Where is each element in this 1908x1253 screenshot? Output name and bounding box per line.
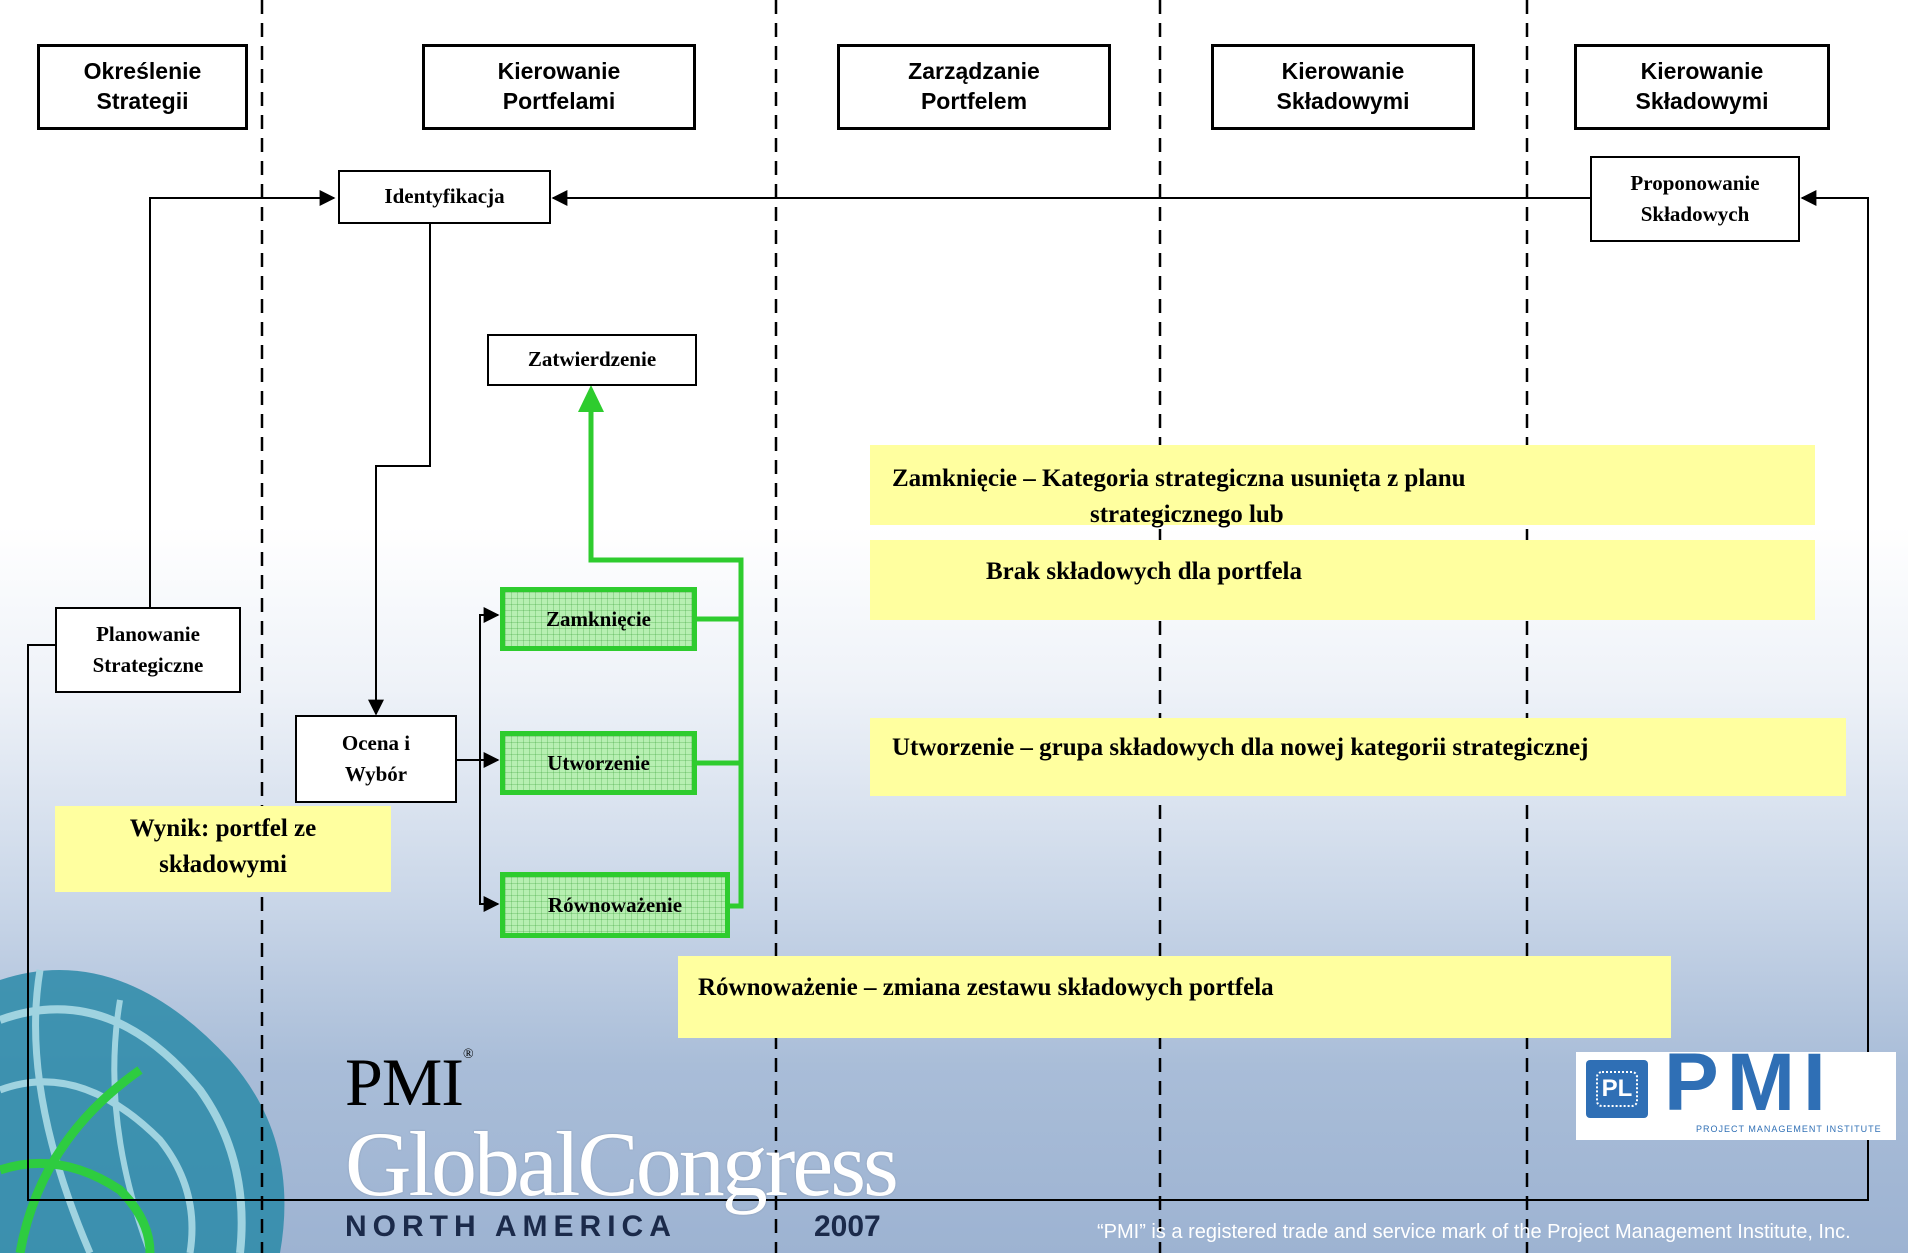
green-from-rownowazenie: [588, 408, 744, 909]
box-ocena-i-wybor: Ocena i Wybór: [295, 715, 457, 803]
note-rownowazenie: Równoważenie – zmiana zestawu składowych…: [678, 956, 1671, 1038]
planowanie-to-identyfikacja-arrow: [149, 190, 336, 610]
globe-decoration: [0, 969, 285, 1253]
box-utworzenie: Utworzenie: [500, 731, 697, 795]
box-proponowanie-skladowych: Proponowanie Składowych: [1590, 156, 1800, 242]
lane-header-kierowanie-portfelami: Kierowanie Portfelami: [422, 44, 696, 130]
note-zamkniecie: Zamknięcie – Kategoria strategiczna usun…: [870, 445, 1815, 528]
ocena-to-rownowazenie-arrow: [479, 760, 500, 912]
feedback-loop-arrow: [27, 190, 1869, 1201]
box-planowanie-strategiczne: Planowanie Strategiczne: [55, 607, 241, 693]
registered-mark: ®: [462, 1047, 474, 1062]
global-congress-text: GlobalCongress: [345, 1113, 899, 1215]
pmi-institute-text: PROJECT MANAGEMENT INSTITUTE: [1696, 1124, 1882, 1134]
lane-header-kierowanie-skladowymi: Kierowanie Składowymi: [1211, 44, 1475, 130]
box-zamkniecie: Zamknięcie: [500, 587, 697, 651]
pl-badge-icon: PL: [1586, 1060, 1648, 1118]
note-utworzenie: Utworzenie – grupa składowych dla nowej …: [870, 718, 1846, 796]
pmi-poland-logo: PL PMI PROJECT MANAGEMENT INSTITUTE: [1576, 1042, 1896, 1140]
lane-header-okreslenie-strategii: Określenie Strategii: [37, 44, 248, 130]
box-zatwierdzenie: Zatwierdzenie: [487, 334, 697, 386]
pmi-logo-text: PMI: [345, 1044, 464, 1120]
identyfikacja-to-ocena-arrow: [368, 223, 431, 716]
pmi-small-logo-text: PMI: [1664, 1037, 1834, 1128]
ocena-to-zamkniecie-arrow: [479, 607, 500, 760]
congress-year: 2007: [814, 1210, 881, 1243]
lane-header-zarzadzanie-portfelem: Zarządzanie Portfelem: [837, 44, 1111, 130]
note-zamkniecie-line2: strategicznego lub: [1090, 501, 1284, 529]
trademark-footer: “PMI” is a registered trade and service …: [1097, 1221, 1851, 1243]
note-brak-skladowych: Brak składowych dla portfela: [870, 540, 1815, 620]
note-zamkniecie-line1: Zamknięcie – Kategoria strategiczna usun…: [892, 465, 1466, 492]
north-america-text: NORTH AMERICA: [345, 1210, 677, 1243]
note-wynik: Wynik: portfel ze składowymi: [55, 806, 391, 892]
pmi-global-congress-logo: PMI® GlobalCongress: [345, 1047, 899, 1215]
box-identyfikacja: Identyfikacja: [338, 170, 551, 224]
green-arrowhead: [578, 385, 604, 412]
box-rownowazenie: Równoważenie: [500, 872, 730, 938]
pl-badge-label: PL: [1595, 1071, 1639, 1107]
lane-header-kierowanie-skladowymi-2: Kierowanie Składowymi: [1574, 44, 1830, 130]
